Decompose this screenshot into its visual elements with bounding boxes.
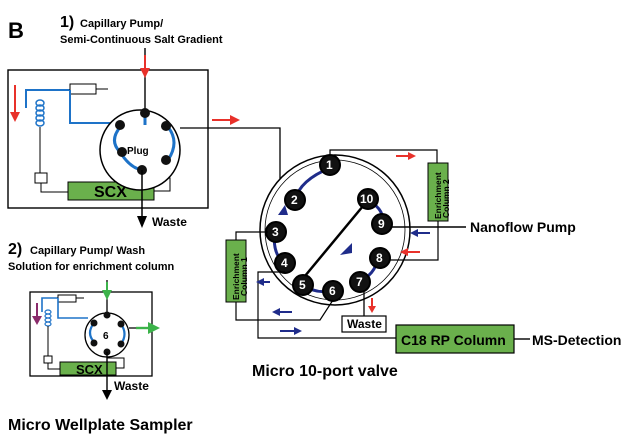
- port7-red-arrowhead: [368, 306, 376, 313]
- bottom-inlet-line: [41, 297, 58, 312]
- c18-label: C18 RP Column: [401, 332, 506, 348]
- pump1-line2: Semi-Continuous Salt Gradient: [60, 34, 223, 46]
- bottom-waste-arrowhead: [102, 390, 112, 400]
- pump1-line1: Capillary Pump/: [80, 18, 163, 30]
- pump2-number: 2): [8, 241, 22, 258]
- pump2-line2: Solution for enrichment column: [8, 261, 175, 273]
- enrich1-top-line: [235, 231, 268, 240]
- valve-port-4-label: 4: [281, 256, 288, 270]
- valve-port-9-label: 9: [378, 217, 385, 231]
- valve-title: Micro 10-port valve: [252, 363, 398, 380]
- top-needle-out-line: [40, 183, 68, 193]
- ms-detection-label: MS-Detection: [532, 332, 621, 348]
- valve-cross-line: [299, 199, 369, 283]
- port4-arrowhead: [256, 278, 264, 286]
- enrich1-line2: Column 1: [239, 257, 249, 296]
- enrich2-top-line: [329, 149, 438, 163]
- valve-port-10: [357, 188, 379, 210]
- waste-box: [341, 315, 387, 333]
- enrich2-red-arrowhead: [408, 152, 416, 160]
- valve-port-6-label: 6: [329, 284, 336, 298]
- enrich1-line1: Enrichment: [231, 253, 241, 300]
- waste-top-label: Waste: [152, 215, 187, 229]
- top-coil: [35, 99, 45, 127]
- valve-port-8-label: 8: [376, 251, 383, 265]
- enrich2-red-arrowhead-2: [400, 248, 408, 256]
- nanoflow-arrowhead: [410, 229, 418, 237]
- bottom-needle-block: [43, 355, 53, 364]
- bottom-purple-arrowhead: [32, 316, 42, 325]
- panel-letter: B: [8, 18, 24, 43]
- line-to-c18: [257, 271, 396, 339]
- valve-port-2-label: 2: [291, 193, 298, 207]
- valve-port-group: 1 2 3 4 5 6 7 8 9 10: [265, 154, 393, 302]
- valve-port-4: [274, 252, 296, 274]
- valve-port-5: [292, 274, 314, 296]
- sampler-title: Micro Wellplate Sampler: [8, 417, 193, 434]
- valve-port-5-label: 5: [299, 278, 306, 292]
- pump1-number: 1): [60, 14, 74, 31]
- top-sampler-loop-line: [69, 90, 115, 124]
- top-syringe: [69, 83, 97, 95]
- waste-box-label: Waste: [347, 317, 382, 331]
- valve-port-7: [349, 271, 371, 293]
- valve-port-8: [369, 247, 391, 269]
- plug-label: Plug: [127, 146, 149, 157]
- valve-inner-arrow-2: [278, 205, 288, 215]
- valve-port-1-label: 1: [326, 158, 333, 172]
- scx-top-label: SCX: [94, 184, 127, 201]
- enrich2-bottom-line: [390, 221, 439, 261]
- valve-port-3-label: 3: [272, 225, 279, 239]
- bottom-loop-line: [57, 298, 88, 319]
- bottom-sampler-center: 6: [103, 331, 109, 342]
- c18-arrowhead: [294, 327, 302, 335]
- bottom-syringe: [57, 294, 77, 303]
- valve-port-7-label: 7: [356, 275, 363, 289]
- scx-bottom-label: SCX: [76, 362, 103, 377]
- valve-port-2: [284, 189, 306, 211]
- top-sampler-red-arrowhead: [10, 112, 20, 122]
- valve-port-9: [371, 213, 393, 235]
- top-needle-block: [34, 172, 48, 184]
- top-sampler-ports: [115, 108, 171, 175]
- enrich2-line1: Enrichment: [433, 172, 443, 219]
- enrich1-arrowhead: [272, 308, 280, 316]
- top-waste-arrowhead: [137, 216, 147, 228]
- valve-port-10-label: 10: [360, 192, 374, 206]
- pump1-red-arrowhead: [140, 68, 150, 78]
- bottom-coil: [44, 309, 52, 327]
- pump2-green-arrowhead: [102, 290, 112, 300]
- bottom-needle-out: [47, 363, 60, 370]
- top-sampler-inlet-line: [25, 89, 70, 108]
- valve-inner-arrow: [340, 243, 352, 255]
- pump2-line1: Capillary Pump/ Wash: [30, 245, 145, 257]
- waste-bottom-label: Waste: [114, 379, 149, 393]
- enrich1-bottom-line: [235, 299, 334, 321]
- enrich2-line2: Column 2: [441, 179, 451, 218]
- bottom-green-right-arrowhead: [148, 322, 160, 334]
- nanoflow-pump-label: Nanoflow Pump: [470, 219, 576, 235]
- red-arrowhead-right-top: [230, 115, 240, 125]
